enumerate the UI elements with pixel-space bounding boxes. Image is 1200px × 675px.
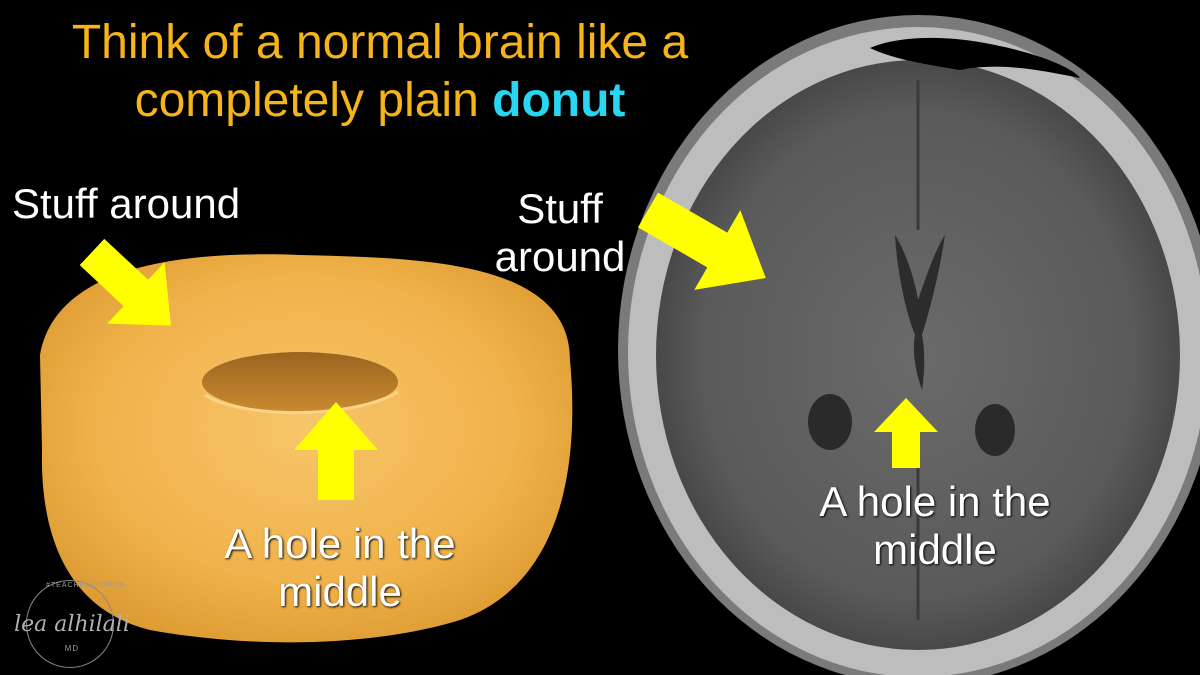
ct-ventricle [895, 235, 945, 390]
ct-hole-label: A hole in the middle [785, 478, 1085, 574]
ct-scan-image [618, 15, 1200, 675]
title-line-2: completely plain donut [0, 72, 760, 130]
logo-ring [26, 580, 114, 668]
ct-frontal-sinus [870, 37, 1080, 78]
ct-hole-label-line-2: middle [873, 526, 997, 573]
donut-hole-label-line-2: middle [278, 568, 402, 615]
author-logo: #TEACHPLAYDRUM lea alhilali MD [6, 578, 138, 668]
donut-hole-rim [204, 390, 399, 415]
logo-credential: MD [64, 644, 80, 653]
ct-left-ventricle-horn [808, 394, 852, 450]
title-accent-word: donut [492, 74, 626, 127]
donut-hole-label: A hole in the middle [180, 520, 500, 616]
ct-around-label-line-1: Stuff [517, 185, 603, 232]
ct-hole-label-line-1: A hole in the [819, 478, 1051, 525]
logo-handle: #TEACHPLAYDRUM [46, 582, 126, 589]
ct-around-label: Stuff around [480, 185, 640, 281]
donut-hole [202, 352, 398, 412]
donut-around-label: Stuff around [12, 180, 241, 227]
arrow-donut-hole [294, 402, 378, 500]
logo-name: lea alhilali [14, 612, 130, 637]
donut-hole-label-line-1: A hole in the [224, 520, 456, 567]
slide-title: Think of a normal brain like a completel… [0, 14, 760, 130]
arrow-donut-around [79, 238, 171, 326]
title-line-1: Think of a normal brain like a [71, 16, 689, 69]
arrow-ct-around [638, 192, 766, 290]
ct-right-ventricle-horn [975, 404, 1015, 456]
arrow-ct-hole [874, 398, 938, 468]
ct-around-label-line-2: around [494, 233, 626, 280]
title-line-2-prefix: completely plain [134, 74, 493, 127]
